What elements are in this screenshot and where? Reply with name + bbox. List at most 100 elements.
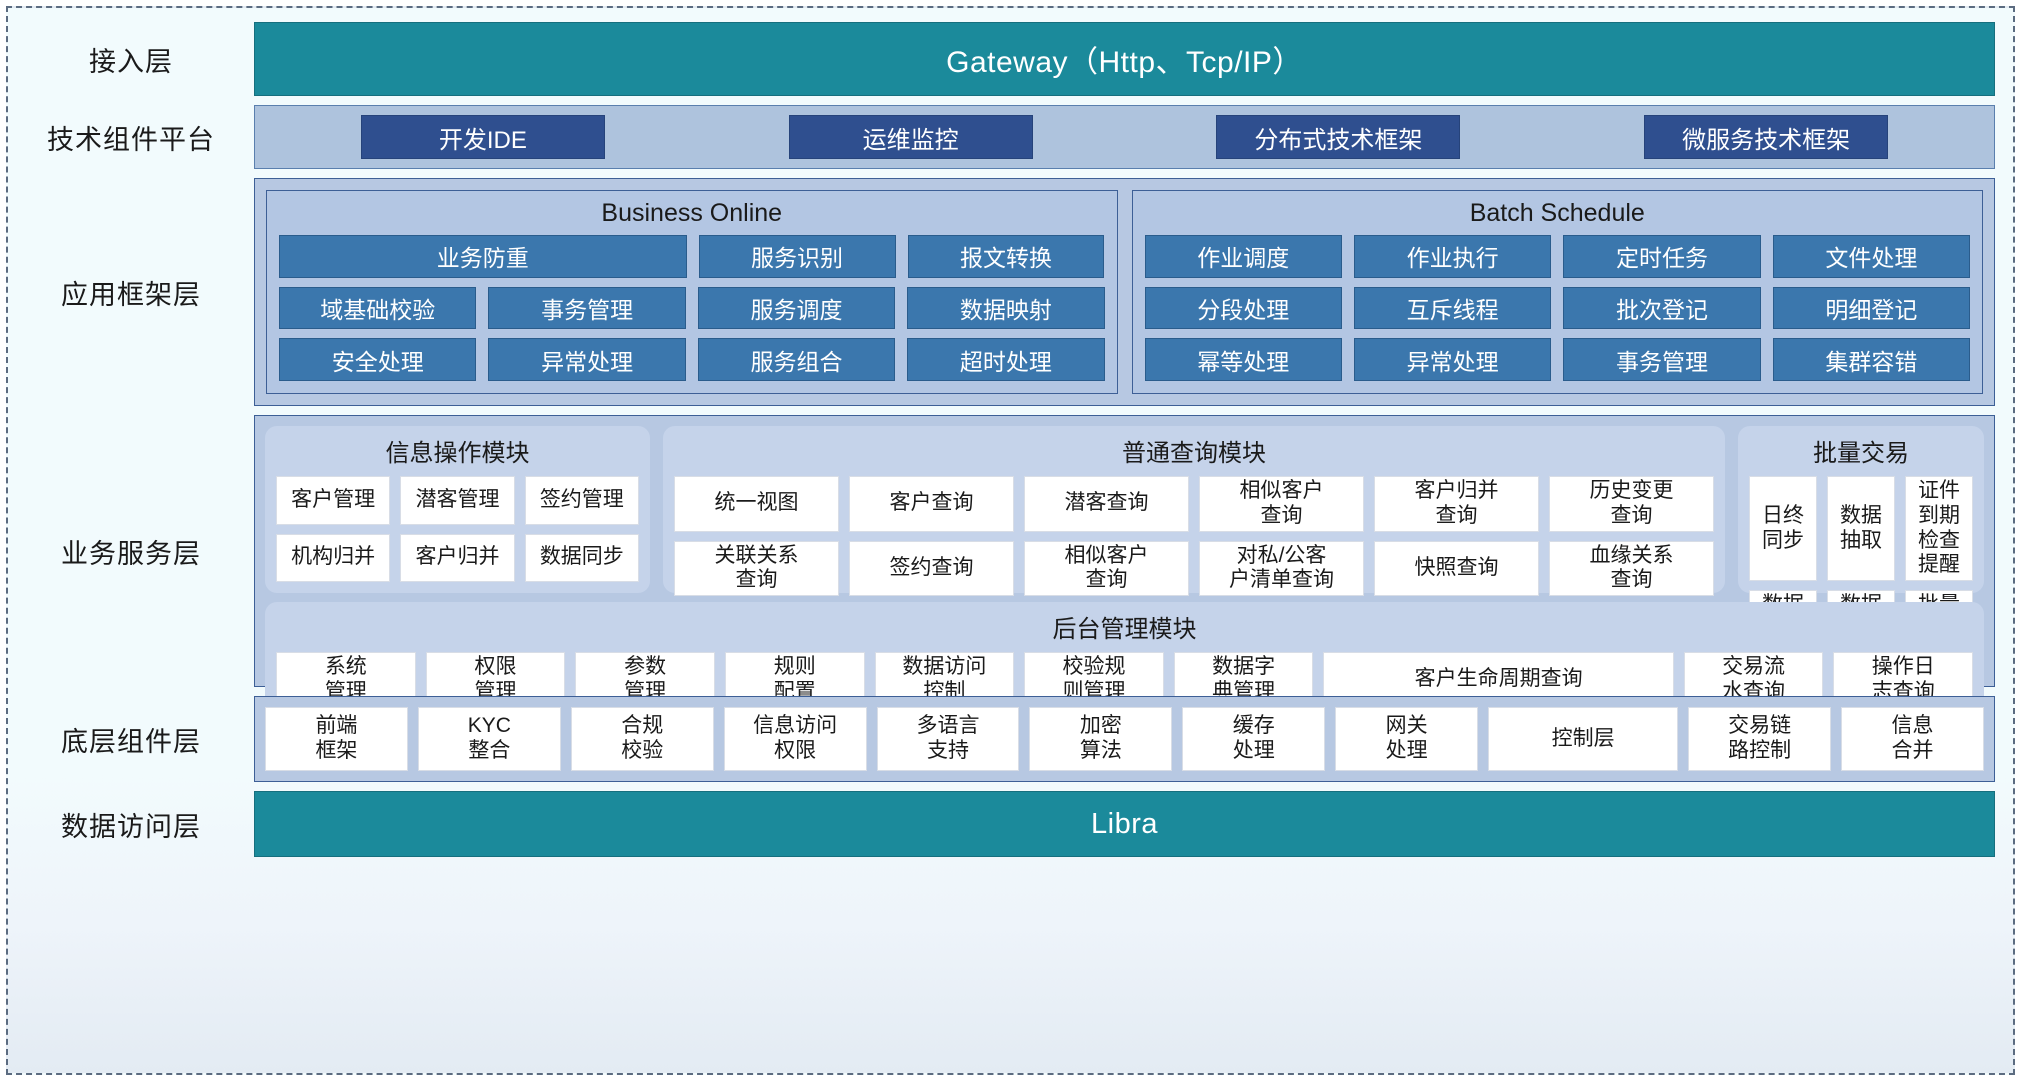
cell-定时任务[interactable]: 定时任务 xyxy=(1563,235,1761,278)
cell-签约查询[interactable]: 签约查询 xyxy=(849,540,1014,597)
cell-事务管理[interactable]: 事务管理 xyxy=(488,286,686,330)
layer-body-app-framework: Business Online 业务防重服务识别报文转换域基础校验事务管理服务调… xyxy=(254,178,1995,406)
framework-row: 作业调度作业执行定时任务文件处理 xyxy=(1144,235,1970,278)
cell-数据映射[interactable]: 数据映射 xyxy=(907,286,1105,330)
cell-前端-框架[interactable]: 前端框架 xyxy=(265,707,408,771)
cell-控制层[interactable]: 控制层 xyxy=(1488,707,1679,771)
cell-合规-校验[interactable]: 合规校验 xyxy=(570,707,714,771)
module-row: 机构归并客户归并数据同步 xyxy=(276,533,639,582)
cell-信息访问-权限[interactable]: 信息访问权限 xyxy=(723,707,867,771)
cell-签约管理[interactable]: 签约管理 xyxy=(524,476,639,525)
cell-多语言-支持[interactable]: 多语言支持 xyxy=(876,707,1020,771)
cell-客户管理[interactable]: 客户管理 xyxy=(276,476,391,525)
grid-common-query: 统一视图客户查询潜客查询相似客户查询客户归并查询历史变更查询关联关系查询签约查询… xyxy=(674,476,1714,597)
cell-统一视图[interactable]: 统一视图 xyxy=(674,476,839,532)
cell-历史变更-查询[interactable]: 历史变更查询 xyxy=(1549,476,1714,532)
cell-潜客查询[interactable]: 潜客查询 xyxy=(1024,476,1189,532)
cell-日终-同步[interactable]: 日终同步 xyxy=(1749,476,1817,582)
cell-交易链-路控制[interactable]: 交易链路控制 xyxy=(1688,707,1832,771)
layer-body-business-service: 信息操作模块 客户管理潜客管理签约管理机构归并客户归并数据同步 普通查询模块 统… xyxy=(254,415,1995,719)
cell-信息-合并[interactable]: 信息合并 xyxy=(1841,707,1984,771)
cell-相似客户-查询[interactable]: 相似客户查询 xyxy=(1024,540,1189,597)
libra-bar[interactable]: Libra xyxy=(254,791,1995,857)
module-title-common-query: 普通查询模块 xyxy=(1122,440,1266,467)
cell-数据同步[interactable]: 数据同步 xyxy=(524,533,639,582)
module-title-admin-backend: 后台管理模块 xyxy=(1052,616,1197,643)
framework-row: 分段处理互斥线程批次登记明细登记 xyxy=(1144,286,1970,330)
layer-data-access: 数据访问层 Libra xyxy=(8,791,1995,857)
grid-batch-schedule: 作业调度作业执行定时任务文件处理分段处理互斥线程批次登记明细登记幂等处理异常处理… xyxy=(1144,235,1970,382)
cell-作业执行[interactable]: 作业执行 xyxy=(1353,235,1552,278)
tech-chip-ops-monitor[interactable]: 运维监控 xyxy=(788,115,1033,159)
cell-作业调度[interactable]: 作业调度 xyxy=(1144,235,1342,278)
layer-body-access: Gateway（Http、Tcp/IP） xyxy=(254,22,1995,96)
cell-潜客管理[interactable]: 潜客管理 xyxy=(400,476,515,525)
framework-row: 幂等处理异常处理事务管理集群容错 xyxy=(1144,338,1970,382)
gateway-bar[interactable]: Gateway（Http、Tcp/IP） xyxy=(254,22,1995,96)
module-batch-trade: 批量交易 日终同步数据抽取证件到期检查提醒数据转换数据装载批量开户 xyxy=(1738,426,1984,646)
cell-批次登记[interactable]: 批次登记 xyxy=(1563,286,1761,330)
cell-事务管理[interactable]: 事务管理 xyxy=(1563,338,1761,382)
cell-相似客户-查询[interactable]: 相似客户查询 xyxy=(1199,476,1364,532)
module-title-info-ops: 信息操作模块 xyxy=(385,440,530,467)
cell-明细登记[interactable]: 明细登记 xyxy=(1772,286,1970,330)
cell-异常处理[interactable]: 异常处理 xyxy=(488,338,686,382)
layer-business-service: 业务服务层 信息操作模块 客户管理潜客管理签约管理机构归并客户归并数据同步 普通… xyxy=(8,415,1995,719)
cell-证件到期-检查提醒[interactable]: 证件到期检查提醒 xyxy=(1905,476,1973,582)
tech-chip-distributed-framework[interactable]: 分布式技术框架 xyxy=(1216,115,1461,159)
grid-info-ops: 客户管理潜客管理签约管理机构归并客户归并数据同步 xyxy=(276,476,639,582)
cell-服务调度[interactable]: 服务调度 xyxy=(697,286,896,330)
layer-label-data-access: 数据访问层 xyxy=(61,811,201,842)
framework-row: 业务防重服务识别报文转换 xyxy=(279,235,1105,278)
module-common-query: 普通查询模块 统一视图客户查询潜客查询相似客户查询客户归并查询历史变更查询关联关… xyxy=(663,426,1725,597)
group-batch-schedule: Batch Schedule 作业调度作业执行定时任务文件处理分段处理互斥线程批… xyxy=(1131,190,1983,394)
cell-客户查询[interactable]: 客户查询 xyxy=(849,476,1014,532)
cell-幂等处理[interactable]: 幂等处理 xyxy=(1144,338,1342,382)
module-row: 关联关系查询签约查询相似客户查询对私/公客户清单查询快照查询血缘关系查询 xyxy=(674,540,1714,597)
framework-row: 域基础校验事务管理服务调度数据映射 xyxy=(279,286,1105,330)
business-service-panel: 信息操作模块 客户管理潜客管理签约管理机构归并客户归并数据同步 普通查询模块 统… xyxy=(254,415,1995,719)
tech-chip-dev-ide[interactable]: 开发IDE xyxy=(360,115,605,159)
cell-客户归并-查询[interactable]: 客户归并查询 xyxy=(1374,476,1539,532)
grid-business-online: 业务防重服务识别报文转换域基础校验事务管理服务调度数据映射安全处理异常处理服务组… xyxy=(279,235,1105,382)
cell-分段处理[interactable]: 分段处理 xyxy=(1144,286,1342,330)
cell-关联关系-查询[interactable]: 关联关系查询 xyxy=(674,540,839,597)
layer-label-business-service: 业务服务层 xyxy=(61,538,201,569)
cell-血缘关系-查询[interactable]: 血缘关系查询 xyxy=(1549,540,1714,597)
layer-label-app-framework: 应用框架层 xyxy=(61,279,201,310)
tech-chip-microservice-framework[interactable]: 微服务技术框架 xyxy=(1644,115,1889,159)
cell-服务识别[interactable]: 服务识别 xyxy=(698,235,896,278)
module-info-ops: 信息操作模块 客户管理潜客管理签约管理机构归并客户归并数据同步 xyxy=(265,426,650,593)
cell-服务组合[interactable]: 服务组合 xyxy=(697,338,896,382)
layer-label-access: 接入层 xyxy=(89,46,173,77)
cell-报文转换[interactable]: 报文转换 xyxy=(907,235,1105,278)
group-title-business-online: Business Online xyxy=(601,199,783,227)
cell-超时处理[interactable]: 超时处理 xyxy=(907,338,1105,382)
cell-数据-抽取[interactable]: 数据抽取 xyxy=(1827,476,1895,582)
cell-文件处理[interactable]: 文件处理 xyxy=(1772,235,1970,278)
cell-对私/公客-户清单查询[interactable]: 对私/公客户清单查询 xyxy=(1199,540,1364,597)
layer-access: 接入层 Gateway（Http、Tcp/IP） xyxy=(8,22,1995,96)
cell-集群容错[interactable]: 集群容错 xyxy=(1772,338,1970,382)
business-module-row: 信息操作模块 客户管理潜客管理签约管理机构归并客户归并数据同步 普通查询模块 统… xyxy=(265,426,1984,646)
cell-机构归并[interactable]: 机构归并 xyxy=(276,533,391,582)
group-business-online: Business Online 业务防重服务识别报文转换域基础校验事务管理服务调… xyxy=(266,190,1118,394)
layer-label-tech-platform: 技术组件平台 xyxy=(47,124,215,155)
cell-快照查询[interactable]: 快照查询 xyxy=(1374,540,1539,597)
layer-tech-platform: 技术组件平台 开发IDE 运维监控 分布式技术框架 微服务技术框架 xyxy=(8,105,1995,169)
cell-异常处理[interactable]: 异常处理 xyxy=(1353,338,1552,382)
cell-客户归并[interactable]: 客户归并 xyxy=(400,533,515,582)
layer-stack: 接入层 Gateway（Http、Tcp/IP） 技术组件平台 开发IDE 运维… xyxy=(8,8,2013,1073)
cell-加密-算法[interactable]: 加密算法 xyxy=(1029,707,1173,771)
cell-域基础校验[interactable]: 域基础校验 xyxy=(279,286,477,330)
cell-网关-处理[interactable]: 网关处理 xyxy=(1335,707,1479,771)
cell-缓存-处理[interactable]: 缓存处理 xyxy=(1182,707,1326,771)
cell-安全处理[interactable]: 安全处理 xyxy=(279,338,477,382)
tech-chip-panel: 开发IDE 运维监控 分布式技术框架 微服务技术框架 xyxy=(254,105,1995,169)
cell-业务防重[interactable]: 业务防重 xyxy=(279,235,687,278)
cell-互斥线程[interactable]: 互斥线程 xyxy=(1353,286,1552,330)
